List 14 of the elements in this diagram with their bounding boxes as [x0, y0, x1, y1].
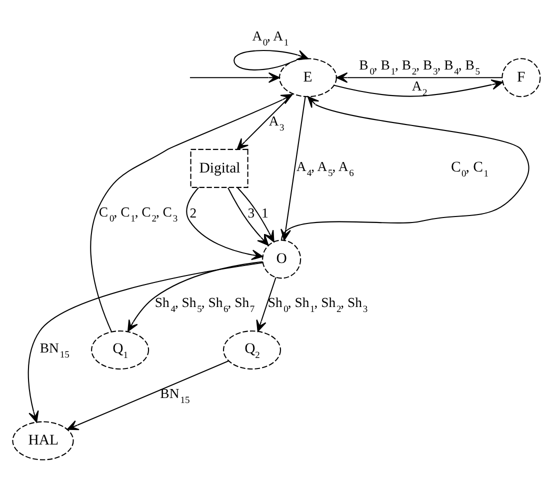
edge-label: C$_{0}$, C$_{1}$, C$_{2}$, C$_{3}$	[98, 204, 178, 224]
edge-label: Sh$_{0}$, Sh$_{1}$, Sh$_{2}$, Sh$_{3}$	[268, 295, 368, 316]
label: C$_{0}$, C$_{1}$	[450, 159, 488, 180]
edge-label: A$_{0}$, A$_{1}$	[252, 28, 289, 49]
edge-label: A$_{4}$, A$_{5}$, A$_{6}$	[296, 158, 354, 179]
edge-label: BN$_{15}$	[160, 386, 190, 406]
edge-label: A$_{3}$	[268, 114, 284, 134]
edge-label: 2	[190, 205, 197, 220]
edge-label: 3	[248, 205, 255, 220]
edge-label: B$_{0}$, B$_{1}$, B$_{2}$, B$_{3}$, B$_{4}$, B$_{5}$	[359, 58, 480, 78]
edge-label: BN$_{15}$	[40, 340, 70, 361]
edge-label: Sh$_{4}$, Sh$_{5}$, Sh$_{6}$, Sh$_{7}$	[154, 295, 255, 316]
edge-label: A$_{2}$	[412, 78, 428, 99]
edge-label: 1	[262, 205, 268, 220]
